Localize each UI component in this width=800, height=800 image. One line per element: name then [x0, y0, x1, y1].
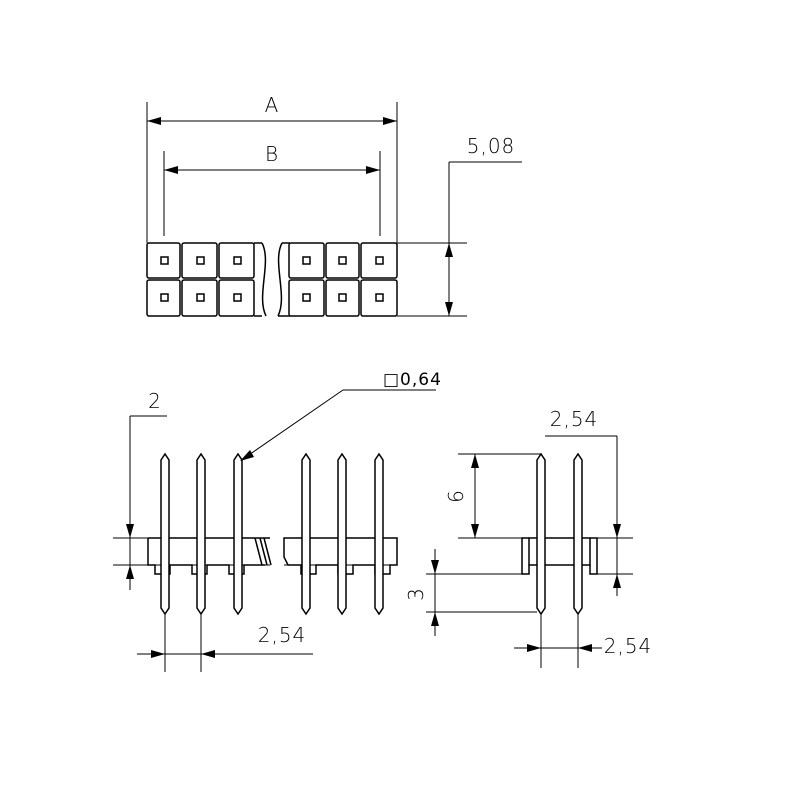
- dim-2: 2: [113, 389, 167, 590]
- dim-pitch-side-top-label: 2,54: [550, 407, 599, 431]
- dim-height: 5,08: [397, 134, 522, 317]
- dim-a: A: [146, 93, 398, 243]
- dim-3: 3: [404, 549, 537, 636]
- top-view-pin-squares: [160, 256, 384, 302]
- dim-pin-square-label: □0,64: [383, 370, 442, 390]
- top-break-left: [261, 242, 267, 317]
- dim-3-label: 3: [404, 587, 428, 601]
- dim-a-label: A: [265, 93, 280, 117]
- dim-b-label: B: [265, 142, 279, 166]
- dim-pitch-side-bottom: 2,54: [514, 614, 653, 668]
- dim-pitch-side-bottom-label: 2,54: [604, 634, 653, 658]
- side-view: 2,54 6 3 2,54: [404, 407, 653, 668]
- dim-6-label: 6: [444, 489, 468, 503]
- side-pins: [536, 452, 583, 616]
- dim-2-label: 2: [148, 389, 162, 413]
- dim-pitch-front: 2,54: [137, 614, 313, 672]
- top-break-right: [277, 242, 283, 317]
- top-view: A B 5,08: [146, 93, 522, 317]
- front-view: 2 □0,64 2,54: [113, 370, 442, 672]
- top-view-cells-right: [278, 242, 398, 317]
- dim-pitch-front-label: 2,54: [258, 623, 307, 647]
- dim-b: B: [163, 142, 381, 236]
- dim-pin-square: □0,64: [240, 370, 442, 461]
- side-housing: [528, 537, 591, 566]
- dim-pitch-side-top: 2,54: [545, 407, 633, 596]
- top-view-cells-left: [146, 242, 262, 317]
- front-pins: [160, 452, 384, 616]
- dim-6: 6: [444, 453, 541, 539]
- dim-height-label: 5,08: [467, 134, 516, 158]
